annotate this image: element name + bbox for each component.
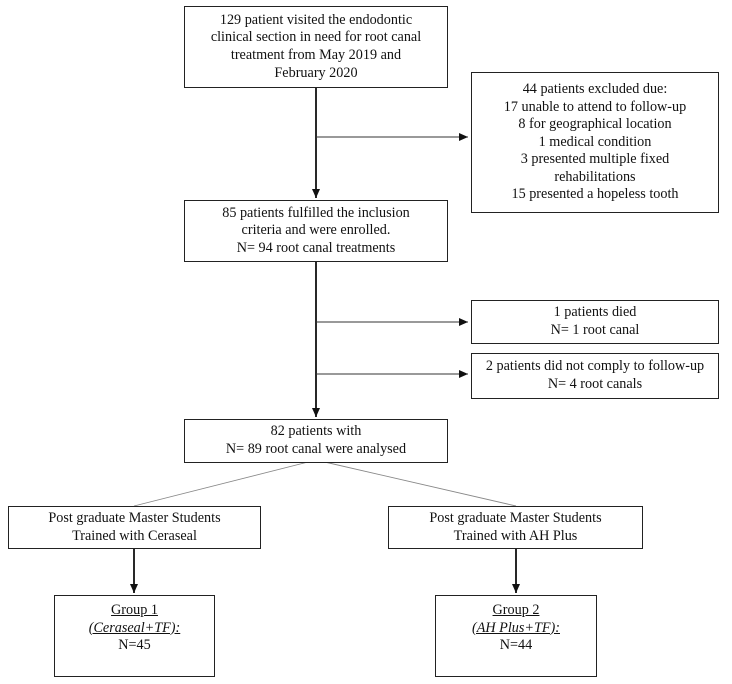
- box-excluded-line: 8 for geographical location: [518, 116, 672, 133]
- group1-n: N=45: [118, 637, 151, 654]
- box-enrolled-line: criteria and were enrolled.: [241, 222, 391, 239]
- box-students-ahplus-line: Trained with AH Plus: [453, 527, 578, 544]
- box-visited-line: clinical section in need for root canal: [210, 29, 422, 46]
- box-enrolled-line: N= 94 root canal treatments: [236, 239, 396, 256]
- box-excluded-line: rehabilitations: [554, 168, 636, 185]
- box-group2: Group 2 (AH Plus+TF): N=44: [435, 595, 597, 677]
- group1-subtitle: (Ceraseal+TF):: [88, 619, 181, 636]
- box-visited: 129 patient visited the endodontic clini…: [184, 6, 448, 88]
- box-excluded-line: 17 unable to attend to follow-up: [503, 98, 687, 115]
- split-line-left: [133, 459, 317, 507]
- group1-title: Group 1: [111, 602, 158, 618]
- box-students-ahplus: Post graduate Master Students Trained wi…: [388, 506, 643, 549]
- box-noncomply: 2 patients did not comply to follow-up N…: [471, 353, 719, 399]
- group2-subtitle: (AH Plus+TF):: [472, 619, 560, 636]
- box-visited-line: February 2020: [274, 64, 358, 81]
- box-noncomply-line: N= 4 root canals: [547, 376, 643, 392]
- box-excluded: 44 patients excluded due: 17 unable to a…: [471, 72, 719, 213]
- split-line-right: [315, 459, 517, 507]
- box-visited-line: 129 patient visited the endodontic: [219, 11, 413, 28]
- group2-title: Group 2: [492, 602, 540, 618]
- box-analysed: 82 patients with N= 89 root canal were a…: [184, 419, 448, 463]
- box-enrolled-line: 85 patients fulfilled the inclusion: [222, 204, 410, 221]
- box-students-ahplus-line: Post graduate Master Students: [429, 509, 602, 526]
- box-analysed-line: N= 89 root canal were analysed: [225, 441, 407, 457]
- box-excluded-line: 44 patients excluded due:: [522, 80, 668, 97]
- box-students-ceraseal: Post graduate Master Students Trained wi…: [8, 506, 261, 549]
- box-died-line: N= 1 root canal: [550, 322, 640, 338]
- box-noncomply-line: 2 patients did not comply to follow-up: [485, 358, 705, 375]
- group2-n: N=44: [499, 637, 533, 654]
- box-visited-line: treatment from May 2019 and: [230, 47, 402, 63]
- box-enrolled: 85 patients fulfilled the inclusion crit…: [184, 200, 448, 262]
- box-students-ceraseal-line: Post graduate Master Students: [48, 509, 221, 526]
- box-analysed-line: 82 patients with: [270, 423, 362, 440]
- box-excluded-line: 3 presented multiple fixed: [520, 151, 670, 168]
- box-died-line: 1 patients died: [553, 304, 637, 321]
- box-students-ceraseal-line: Trained with Ceraseal: [72, 527, 197, 544]
- box-excluded-line: 15 presented a hopeless tooth: [511, 186, 679, 203]
- box-died: 1 patients died N= 1 root canal: [471, 300, 719, 344]
- box-group1: Group 1 (Ceraseal+TF): N=45: [54, 595, 215, 677]
- box-excluded-line: 1 medical condition: [538, 133, 652, 150]
